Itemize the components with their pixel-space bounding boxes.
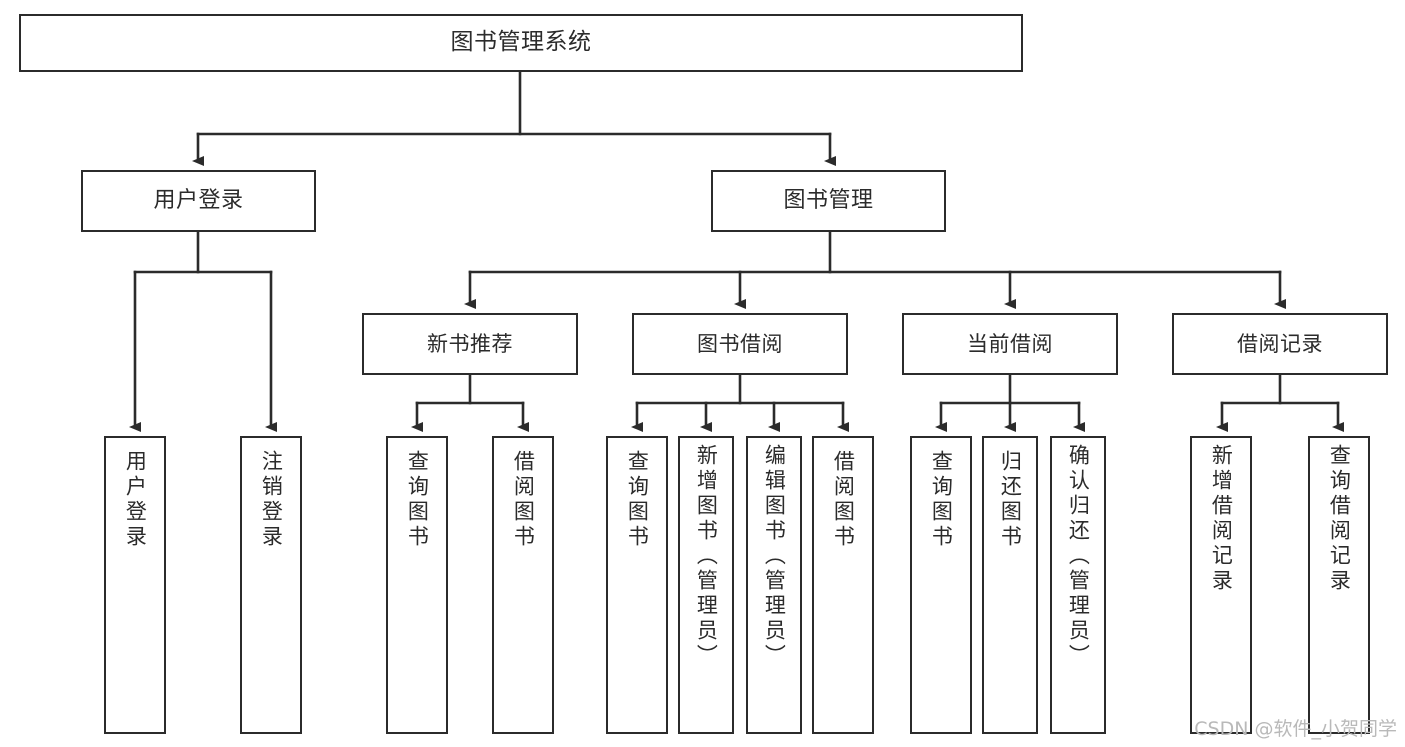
node-leaf-edit-book[interactable]: 编辑图书（管理员）	[746, 436, 802, 734]
node-root-label: 图书管理系统	[450, 29, 592, 56]
node-leaf-user-login[interactable]: 用户登录	[104, 436, 166, 734]
node-leaf-add-book-label: 新增图书（管理员）	[694, 444, 719, 669]
node-leaf-add-book[interactable]: 新增图书（管理员）	[678, 436, 734, 734]
node-leaf-query-record[interactable]: 查询借阅记录	[1308, 436, 1370, 734]
node-leaf-borrow-book-2[interactable]: 借阅图书	[812, 436, 874, 734]
node-book-borrow-label: 图书借阅	[697, 331, 783, 356]
node-user-login[interactable]: 用户登录	[81, 170, 316, 232]
node-leaf-logout-login[interactable]: 注销登录	[240, 436, 302, 734]
node-leaf-query-book-1-label: 查询图书	[405, 450, 430, 550]
node-leaf-add-record-label: 新增借阅记录	[1209, 444, 1234, 594]
node-leaf-edit-book-label: 编辑图书（管理员）	[762, 444, 787, 669]
node-borrow-record-label: 借阅记录	[1237, 331, 1323, 356]
node-book-borrow[interactable]: 图书借阅	[632, 313, 848, 375]
node-user-login-label: 用户登录	[153, 188, 244, 214]
node-borrow-record[interactable]: 借阅记录	[1172, 313, 1388, 375]
node-new-book-recommend[interactable]: 新书推荐	[362, 313, 578, 375]
node-leaf-borrow-book-1[interactable]: 借阅图书	[492, 436, 554, 734]
node-current-borrow[interactable]: 当前借阅	[902, 313, 1118, 375]
node-leaf-query-book-3-label: 查询图书	[929, 450, 954, 550]
node-leaf-query-book-2[interactable]: 查询图书	[606, 436, 668, 734]
node-leaf-query-book-1[interactable]: 查询图书	[386, 436, 448, 734]
node-leaf-borrow-book-1-label: 借阅图书	[511, 450, 536, 550]
node-leaf-logout-login-label: 注销登录	[259, 450, 284, 550]
node-leaf-query-record-label: 查询借阅记录	[1327, 444, 1352, 594]
node-new-book-recommend-label: 新书推荐	[427, 331, 513, 356]
node-leaf-return-book-label: 归还图书	[998, 450, 1023, 550]
node-leaf-confirm-return[interactable]: 确认归还（管理员）	[1050, 436, 1106, 734]
node-leaf-borrow-book-2-label: 借阅图书	[831, 450, 856, 550]
csdn-watermark: CSDN @软件_小贺同学	[1194, 718, 1397, 740]
node-leaf-query-book-2-label: 查询图书	[625, 450, 650, 550]
node-leaf-user-login-label: 用户登录	[123, 450, 148, 550]
node-leaf-query-book-3[interactable]: 查询图书	[910, 436, 972, 734]
node-leaf-add-record[interactable]: 新增借阅记录	[1190, 436, 1252, 734]
node-leaf-confirm-return-label: 确认归还（管理员）	[1066, 444, 1091, 669]
node-current-borrow-label: 当前借阅	[967, 331, 1053, 356]
node-book-management[interactable]: 图书管理	[711, 170, 946, 232]
node-book-management-label: 图书管理	[783, 188, 874, 214]
node-root[interactable]: 图书管理系统	[19, 14, 1023, 72]
node-leaf-return-book[interactable]: 归还图书	[982, 436, 1038, 734]
